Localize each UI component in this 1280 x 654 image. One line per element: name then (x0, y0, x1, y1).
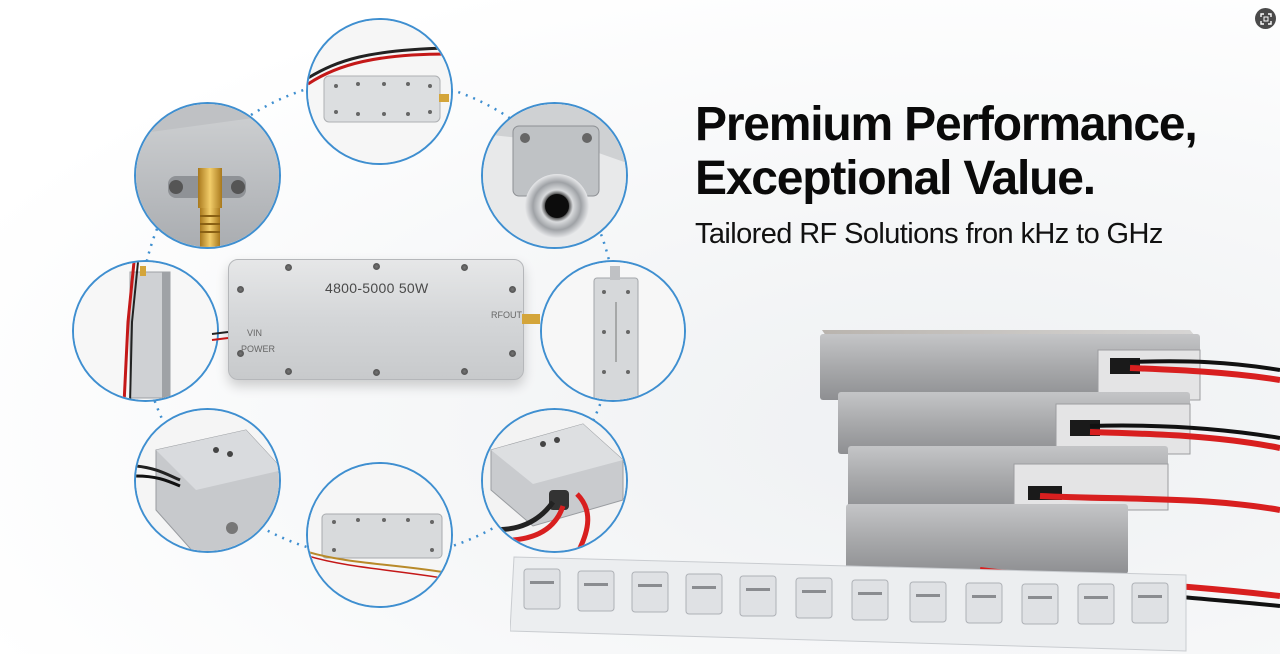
detail-circle-bottom-right (481, 408, 628, 553)
detail-circle-bottom-left (134, 408, 281, 553)
headline-subtitle: Tailored RF Solutions fron kHz to GHz (695, 218, 1163, 250)
expand-button[interactable] (1255, 8, 1276, 29)
detail-circle-n-connector (481, 102, 628, 249)
headline-block: Premium Performance, Exceptional Value. … (695, 98, 1255, 251)
center-module-connectors (211, 314, 540, 341)
rfout-label: RFOUT (491, 310, 522, 320)
smd-tray (510, 556, 1187, 652)
center-module: 4800-5000 50W VIN POWER RFOUT (228, 259, 524, 380)
detail-circle-side-left (72, 260, 219, 402)
headline-line-2: Exceptional Value. (695, 152, 1096, 205)
headline-line-1: Premium Performance, (695, 98, 1198, 151)
detail-circle-top (306, 18, 453, 165)
power-label: POWER (241, 344, 276, 354)
detail-circle-side-right (540, 260, 686, 402)
detail-circle-sma-connector (134, 102, 281, 249)
stacked-modules (820, 330, 1280, 608)
vin-label: VIN (247, 328, 263, 338)
expand-icon (1259, 12, 1272, 25)
detail-circle-bottom (306, 462, 453, 608)
module-label: 4800-5000 50W (325, 280, 429, 296)
